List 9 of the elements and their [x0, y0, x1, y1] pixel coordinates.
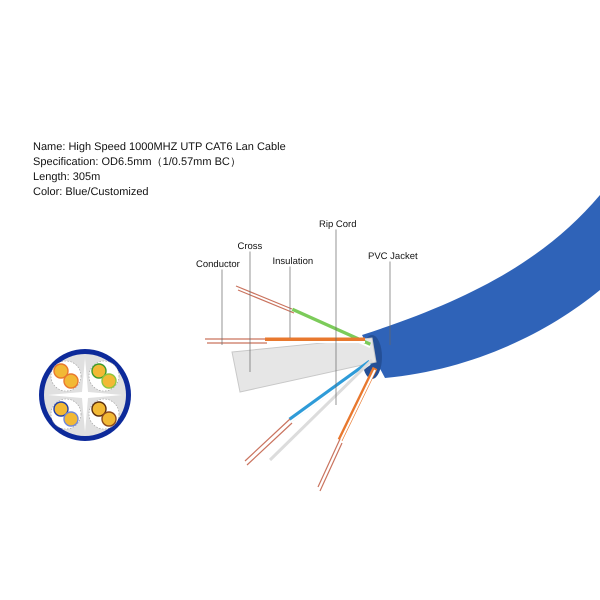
- part-label: PVC Jacket: [367, 250, 419, 262]
- spec-text: Color: Blue/Customized: [33, 186, 149, 199]
- part-label: Rip Cord: [318, 218, 358, 230]
- spec-text: Name: High Speed 1000MHZ UTP CAT6 Lan Cable: [33, 141, 286, 154]
- part-label: Conductor: [195, 258, 241, 270]
- part-label: Insulation: [272, 256, 314, 266]
- spec-text: Length: 305m: [33, 171, 100, 184]
- spec-text: Specification: OD6.5mm（1/0.57mm BC）: [33, 156, 241, 169]
- part-label: Cross: [236, 240, 264, 252]
